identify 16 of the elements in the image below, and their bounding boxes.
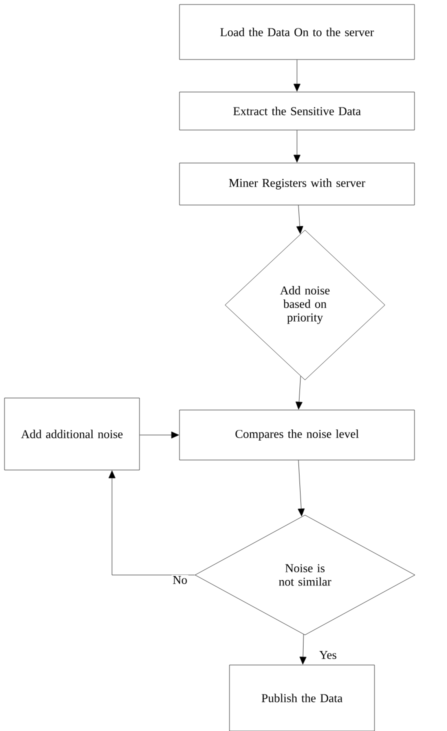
process-box: Publish the Data xyxy=(229,664,375,731)
arrow xyxy=(300,634,306,664)
arrow xyxy=(296,376,302,410)
arrow xyxy=(294,60,300,92)
arrow xyxy=(298,460,305,516)
process-box: Load the Data On to the server xyxy=(179,4,415,60)
process-box: Compares the noise level xyxy=(179,410,415,460)
edge-label: Yes xyxy=(318,650,338,660)
arrow xyxy=(294,130,300,162)
edge-label: No xyxy=(172,575,188,585)
process-box: Add additional noise xyxy=(4,398,140,470)
process-box: Miner Registers with server xyxy=(179,162,415,206)
arrow xyxy=(108,470,195,576)
process-box: Extract the Sensitive Data xyxy=(179,92,415,130)
arrow xyxy=(140,432,179,438)
arrow xyxy=(296,205,304,234)
